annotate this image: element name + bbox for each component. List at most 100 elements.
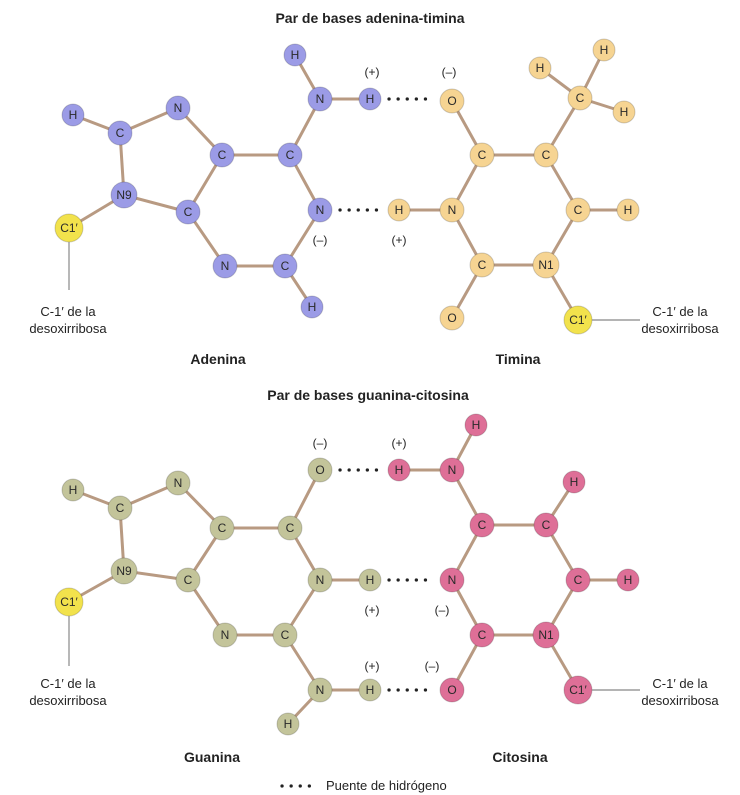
atom-label: C1′	[60, 221, 78, 235]
atom	[307, 457, 333, 483]
atom	[358, 87, 382, 111]
atom-label: C	[218, 521, 227, 535]
thymine-c1-note-line1: C-1′ de la	[652, 304, 708, 319]
atom	[616, 198, 640, 222]
atom-label: N	[316, 203, 325, 217]
atom-label: C	[116, 126, 125, 140]
atom	[61, 103, 85, 127]
atom-label: C	[184, 573, 193, 587]
atom	[307, 86, 333, 112]
atom	[283, 43, 307, 67]
atom-label: N	[174, 476, 183, 490]
atom	[592, 38, 616, 62]
atom-label: H	[284, 717, 293, 731]
cytosine-label: Citosina	[492, 749, 547, 765]
atom-label: N	[448, 203, 457, 217]
atom	[277, 515, 303, 541]
guanine-c1-note-line1: C-1′ de la	[40, 676, 96, 691]
atom-label: H	[308, 300, 317, 314]
atom	[616, 568, 640, 592]
atom	[532, 621, 560, 649]
atom-label: H	[291, 48, 300, 62]
atom	[533, 512, 559, 538]
cytosine-bonds	[397, 423, 630, 692]
atom-label: N	[174, 101, 183, 115]
atom	[277, 142, 303, 168]
atom-label: N	[221, 259, 230, 273]
atom-label: O	[447, 683, 456, 697]
atom	[61, 478, 85, 502]
atom-label: H	[395, 203, 404, 217]
atom	[212, 622, 238, 648]
thymine-bonds	[397, 48, 630, 322]
partial-charge-negative: (–)	[435, 603, 450, 617]
atom-label: N1	[538, 258, 554, 272]
partial-charge-positive: (+)	[392, 233, 407, 247]
atom-label: O	[447, 94, 456, 108]
adenine: H C N N9 C C C N C N N H H H	[54, 43, 382, 319]
atom-label: O	[315, 463, 324, 477]
atom-label: C	[281, 628, 290, 642]
atom	[469, 142, 495, 168]
partial-charge-positive: (+)	[365, 659, 380, 673]
atom-label: H	[472, 418, 481, 432]
atom	[567, 85, 593, 111]
atom-label: H	[624, 573, 633, 587]
atom-label: C1′	[60, 595, 78, 609]
atom-label: C	[542, 148, 551, 162]
atom-label: N	[221, 628, 230, 642]
atom	[107, 120, 133, 146]
partial-charge-positive: (+)	[392, 436, 407, 450]
atom	[358, 678, 382, 702]
atom	[110, 181, 138, 209]
atom-label: N	[316, 573, 325, 587]
atom-label: H	[600, 43, 609, 57]
atom-label: C	[184, 205, 193, 219]
atom-label: C	[281, 259, 290, 273]
partial-charge-positive: (+)	[365, 65, 380, 79]
thymine-c1-note-line2: desoxirribosa	[641, 321, 719, 336]
atom	[212, 253, 238, 279]
atom	[469, 622, 495, 648]
atom	[307, 567, 333, 593]
atom	[209, 515, 235, 541]
atom	[307, 197, 333, 223]
atom	[439, 567, 465, 593]
guanine: H C N N9 C C C O N C N H N H	[54, 457, 382, 736]
atom	[532, 251, 560, 279]
atom	[387, 458, 411, 482]
atom	[300, 295, 324, 319]
atom-label: C1′	[569, 683, 587, 697]
atom	[387, 198, 411, 222]
atom	[272, 622, 298, 648]
atom-label: N	[448, 573, 457, 587]
cytosine-c1-note-line1: C-1′ de la	[652, 676, 708, 691]
atom	[272, 253, 298, 279]
atom	[165, 95, 191, 121]
atom-label: C	[286, 521, 295, 535]
atom	[533, 142, 559, 168]
atom	[464, 413, 488, 437]
atom	[107, 495, 133, 521]
atom-label: C	[116, 501, 125, 515]
atom	[358, 568, 382, 592]
partial-charge-negative: (–)	[313, 436, 328, 450]
atom	[307, 677, 333, 703]
atom-label: H	[69, 483, 78, 497]
atom-label: C	[574, 573, 583, 587]
atom-label: H	[620, 105, 629, 119]
atom	[439, 305, 465, 331]
atom-label: N	[448, 463, 457, 477]
adenine-c1-note-line1: C-1′ de la	[40, 304, 96, 319]
atom	[439, 88, 465, 114]
atom-label: N9	[116, 188, 132, 202]
atom-label: O	[447, 311, 456, 325]
hydrogen-bond-legend-label: Puente de hidrógeno	[326, 778, 447, 793]
guanine-label: Guanina	[184, 749, 240, 765]
atom-label: C	[478, 628, 487, 642]
gc-pair-title: Par de bases guanina-citosina	[267, 387, 469, 403]
atom-label: C	[218, 148, 227, 162]
partial-charge-negative: (–)	[425, 659, 440, 673]
atom-label: N9	[116, 564, 132, 578]
